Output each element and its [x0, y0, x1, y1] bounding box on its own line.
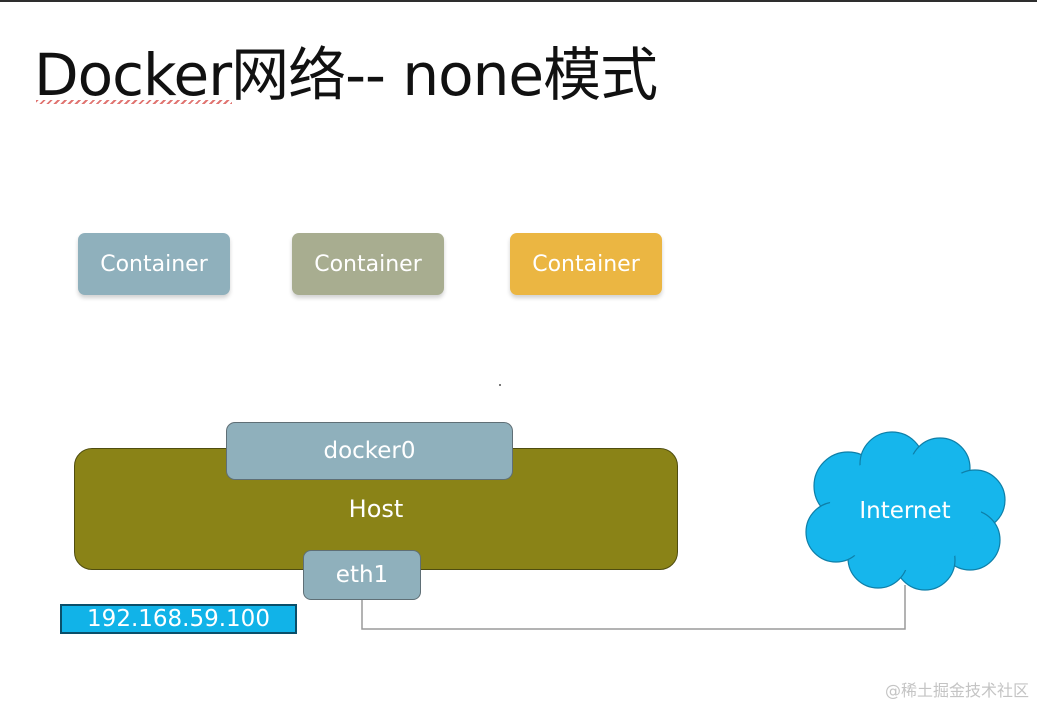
container-box-3: Container	[510, 233, 662, 295]
watermark: @稀土掘金技术社区	[884, 681, 1029, 700]
internet-label: Internet	[859, 498, 951, 524]
eth1-to-internet-line	[361, 585, 906, 630]
slide-title: Docker网络-- none模式	[34, 41, 658, 109]
container-box-1: Container	[78, 233, 230, 295]
ip-address-label: 192.168.59.100	[60, 604, 297, 634]
eth1-interface: eth1	[303, 550, 421, 600]
top-border-rule	[0, 0, 1037, 2]
container-box-2: Container	[292, 233, 444, 295]
spellcheck-underline	[36, 100, 232, 104]
stray-dot	[499, 384, 501, 386]
docker0-bridge: docker0	[226, 422, 513, 480]
internet-cloud-icon	[805, 431, 1006, 591]
